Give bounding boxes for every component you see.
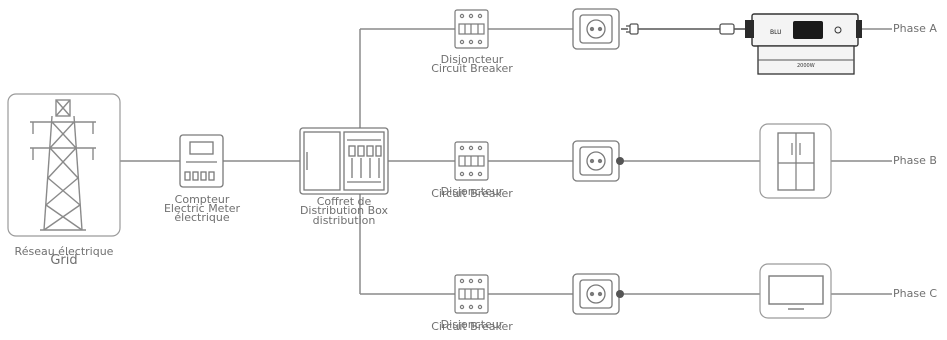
plug-cable-icon [621, 23, 745, 35]
circuit-breaker-b-icon [454, 141, 489, 181]
circuit-breaker-c-icon [454, 274, 489, 314]
meter-label-fr-2: électrique [174, 211, 230, 224]
box-label-fr-2: distribution [312, 214, 376, 227]
electric-meter-icon [179, 134, 224, 188]
meter-label-en: Electric Meter [163, 202, 241, 215]
breaker-c-label-en: Circuit Breaker [431, 320, 513, 333]
station-panel-text: 2000W [797, 63, 815, 69]
circuit-breaker-a-icon [454, 9, 489, 49]
distribution-box-icon [299, 127, 389, 195]
meter-label-fr-1: Compteur [174, 193, 230, 206]
breaker-b-label-en: Circuit Breaker [431, 187, 513, 200]
plug-dot-b [616, 157, 624, 165]
box-label-en: Distribution Box [299, 204, 389, 217]
power-station-icon: BLU 2000W [745, 13, 862, 75]
wall-socket-c-icon [572, 273, 620, 315]
breaker-a-label-fr: Disjoncteur [440, 53, 504, 66]
breaker-b-label-fr: Disjoncteur [440, 185, 504, 198]
television-icon [759, 263, 832, 319]
refrigerator-icon [759, 123, 832, 199]
breaker-a-label-en: Circuit Breaker [431, 62, 513, 75]
grid-label-en: Grid [50, 253, 78, 268]
phase-a-label: Phase A [893, 22, 937, 35]
wall-socket-b-icon [572, 140, 620, 182]
grid-label-fr: Réseau électrique [14, 245, 114, 258]
plug-dot-c [616, 290, 624, 298]
box-label-fr-1: Coffret de [316, 195, 372, 208]
grid-pylon-icon [7, 93, 121, 237]
station-brand-text: BLU [770, 29, 782, 36]
breaker-c-label-fr: Disjoncteur [440, 318, 504, 331]
phase-b-label: Phase B [893, 154, 937, 167]
wall-socket-a-icon [572, 8, 620, 50]
phase-c-label: Phase C [893, 287, 938, 300]
